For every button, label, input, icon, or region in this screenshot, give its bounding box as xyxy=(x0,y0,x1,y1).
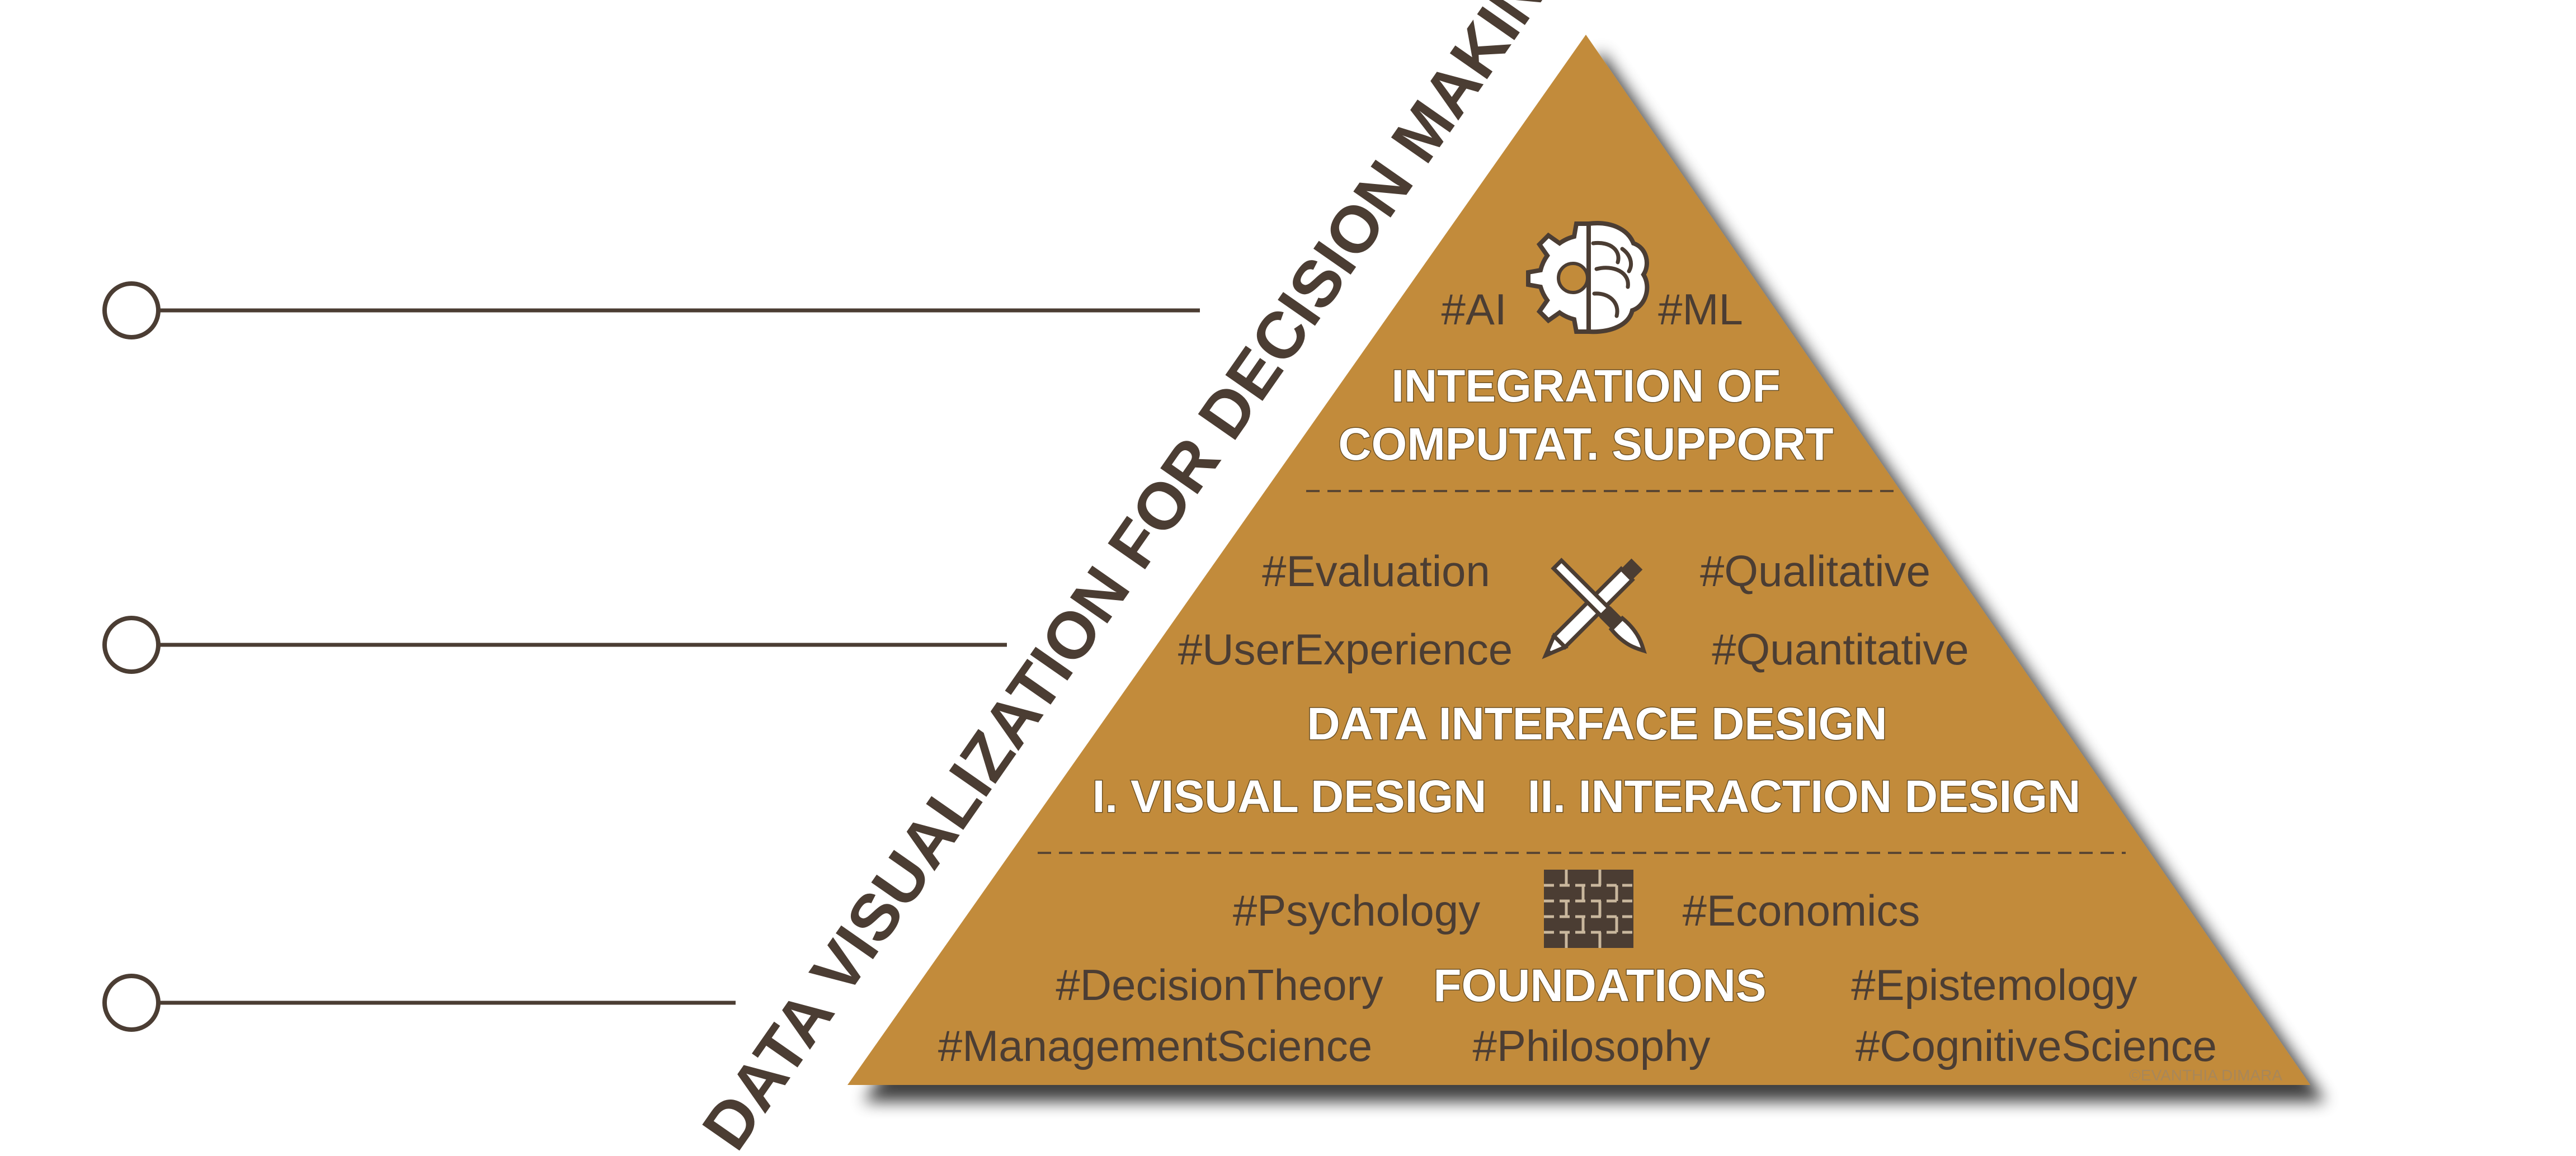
interaction-design-subheading: II. INTERACTION DESIGN xyxy=(1528,771,2081,822)
middle-level-heading: DATA INTERFACE DESIGN xyxy=(1307,699,1887,749)
pyramid-shape xyxy=(847,35,2310,1085)
top-level-heading-line-2: COMPUTAT. SUPPORT xyxy=(1338,419,1833,470)
tag-cognitive-science: #CognitiveScience xyxy=(1856,1021,2217,1070)
top-level-heading-line-1: INTEGRATION OF xyxy=(1391,361,1780,412)
gear-brain-icon xyxy=(1526,221,1650,334)
tag-philosophy: #Philosophy xyxy=(1473,1021,1711,1070)
brick-wall-icon xyxy=(1544,870,1633,948)
visual-design-subheading: I. VISUAL DESIGN xyxy=(1092,771,1487,822)
tag-qualitative: #Qualitative xyxy=(1700,546,1930,596)
pencil-brush-icon xyxy=(1542,558,1647,659)
level-marker-top[interactable] xyxy=(102,281,1200,339)
tag-decision-theory: #DecisionTheory xyxy=(1056,960,1383,1009)
tag-evaluation: #Evaluation xyxy=(1262,546,1490,596)
tag-quantitative: #Quantitative xyxy=(1712,625,1969,674)
base-level-heading: FOUNDATIONS xyxy=(1433,960,1766,1011)
tag-psychology: #Psychology xyxy=(1233,886,1480,935)
tag-management-science: #ManagementScience xyxy=(938,1021,1372,1070)
level-marker-middle[interactable] xyxy=(102,616,1007,674)
tag-user-experience: #UserExperience xyxy=(1178,625,1513,674)
copyright-notice: ©EVANTHIA DIMARA xyxy=(2129,1067,2282,1084)
tag-ai: #AI xyxy=(1441,285,1506,334)
level-marker-base[interactable] xyxy=(102,974,736,1032)
tag-ml: #ML xyxy=(1658,285,1743,334)
tag-epistemology: #Epistemology xyxy=(1851,960,2137,1009)
tag-economics: #Economics xyxy=(1683,886,1920,935)
